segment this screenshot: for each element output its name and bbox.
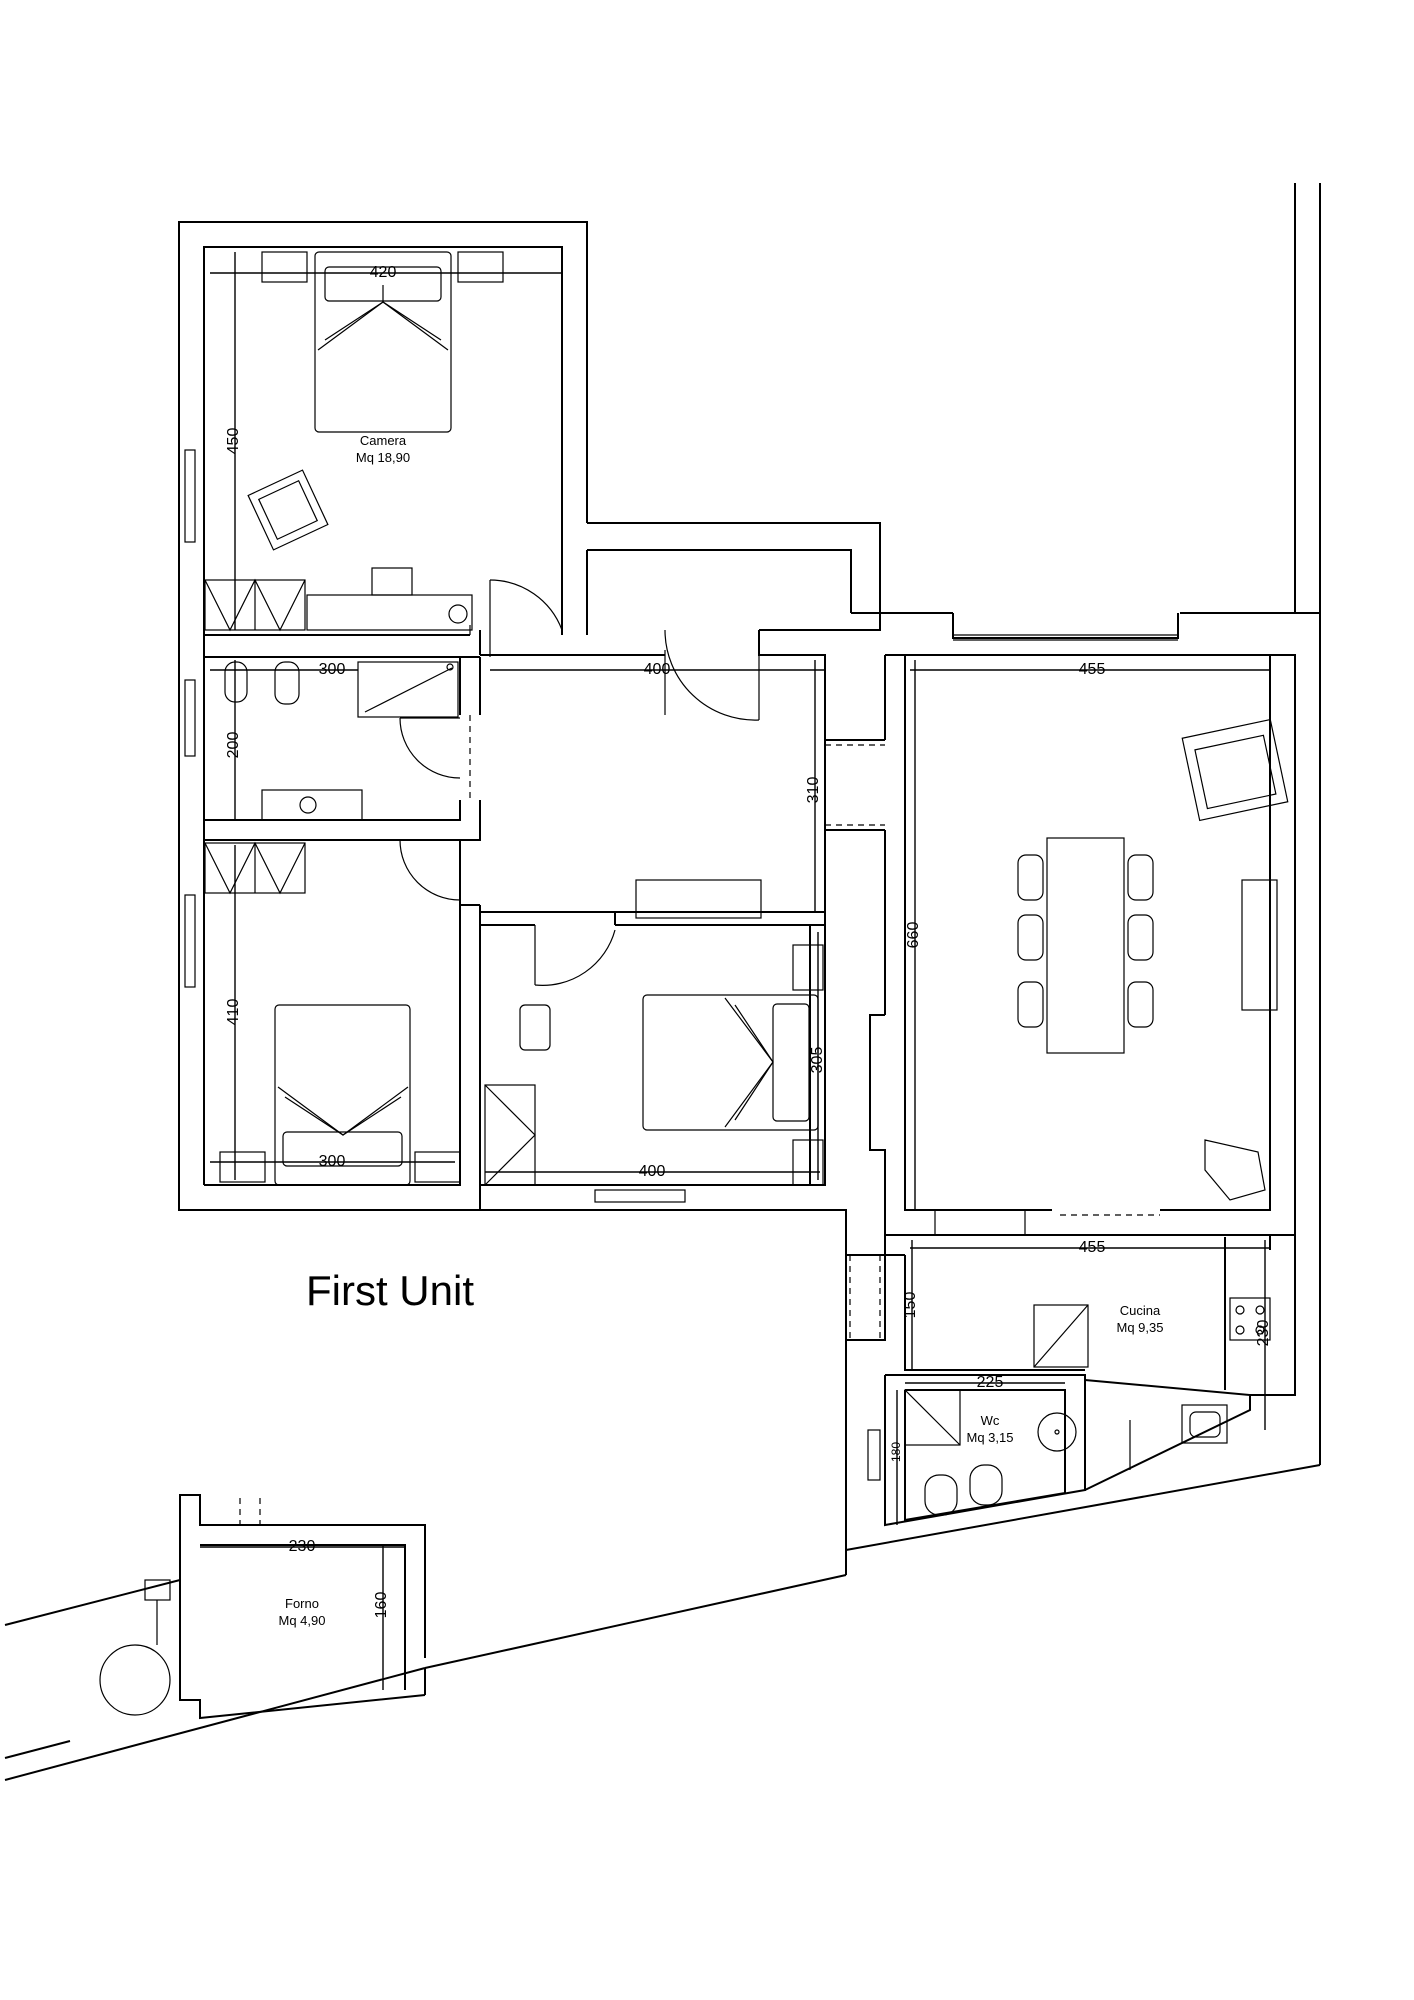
dim-forno-width: 230 [289, 1538, 316, 1555]
room-area-forno: Mq 4,90 [279, 1613, 326, 1628]
furniture [99, 251, 1289, 1720]
dim-wc-width: 225 [977, 1374, 1004, 1391]
dim-living-width: 455 [1079, 661, 1106, 678]
dim-bedroom3-width: 400 [639, 1163, 666, 1180]
dim-camera-width: 420 [370, 264, 397, 281]
dim-hall-length: 310 [805, 777, 822, 804]
dim-kitchen-side: 230 [1255, 1320, 1272, 1347]
room-name-camera: Camera [360, 433, 407, 448]
room-name-cucina: Cucina [1120, 1303, 1161, 1318]
room-area-camera: Mq 18,90 [356, 450, 410, 465]
room-name-wc: Wc [981, 1413, 1000, 1428]
room-name-forno: Forno [285, 1596, 319, 1611]
dim-bath-length: 200 [225, 732, 242, 759]
dimension-lines [200, 252, 1270, 1690]
dim-bath-width: 300 [319, 661, 346, 678]
dim-bedroom3-length: 305 [809, 1047, 826, 1074]
doors [239, 579, 1160, 1525]
dim-bedroom2-length: 410 [225, 999, 242, 1026]
dim-kitchen-length: 150 [902, 1292, 919, 1319]
dim-wc-length: 180 [889, 1442, 903, 1462]
windows [184, 449, 1026, 1481]
dim-camera-length: 450 [225, 428, 242, 455]
room-labels: Camera Mq 18,90 Cucina Mq 9,35 Wc Mq 3,1… [279, 433, 1164, 1628]
dim-hall-width: 400 [644, 661, 671, 678]
dim-kitchen-width: 455 [1079, 1239, 1106, 1256]
exterior-walls [4, 183, 1321, 1781]
interior-walls [203, 608, 1296, 1527]
dim-living-length: 660 [905, 922, 922, 949]
dimension-labels: 420 450 300 200 400 310 410 300 400 305 … [225, 264, 1272, 1618]
dim-bedroom2-width: 300 [319, 1153, 346, 1170]
dim-forno-length: 160 [373, 1592, 390, 1619]
room-area-wc: Mq 3,15 [967, 1430, 1014, 1445]
room-area-cucina: Mq 9,35 [1117, 1320, 1164, 1335]
plan-title: First Unit [306, 1267, 474, 1314]
